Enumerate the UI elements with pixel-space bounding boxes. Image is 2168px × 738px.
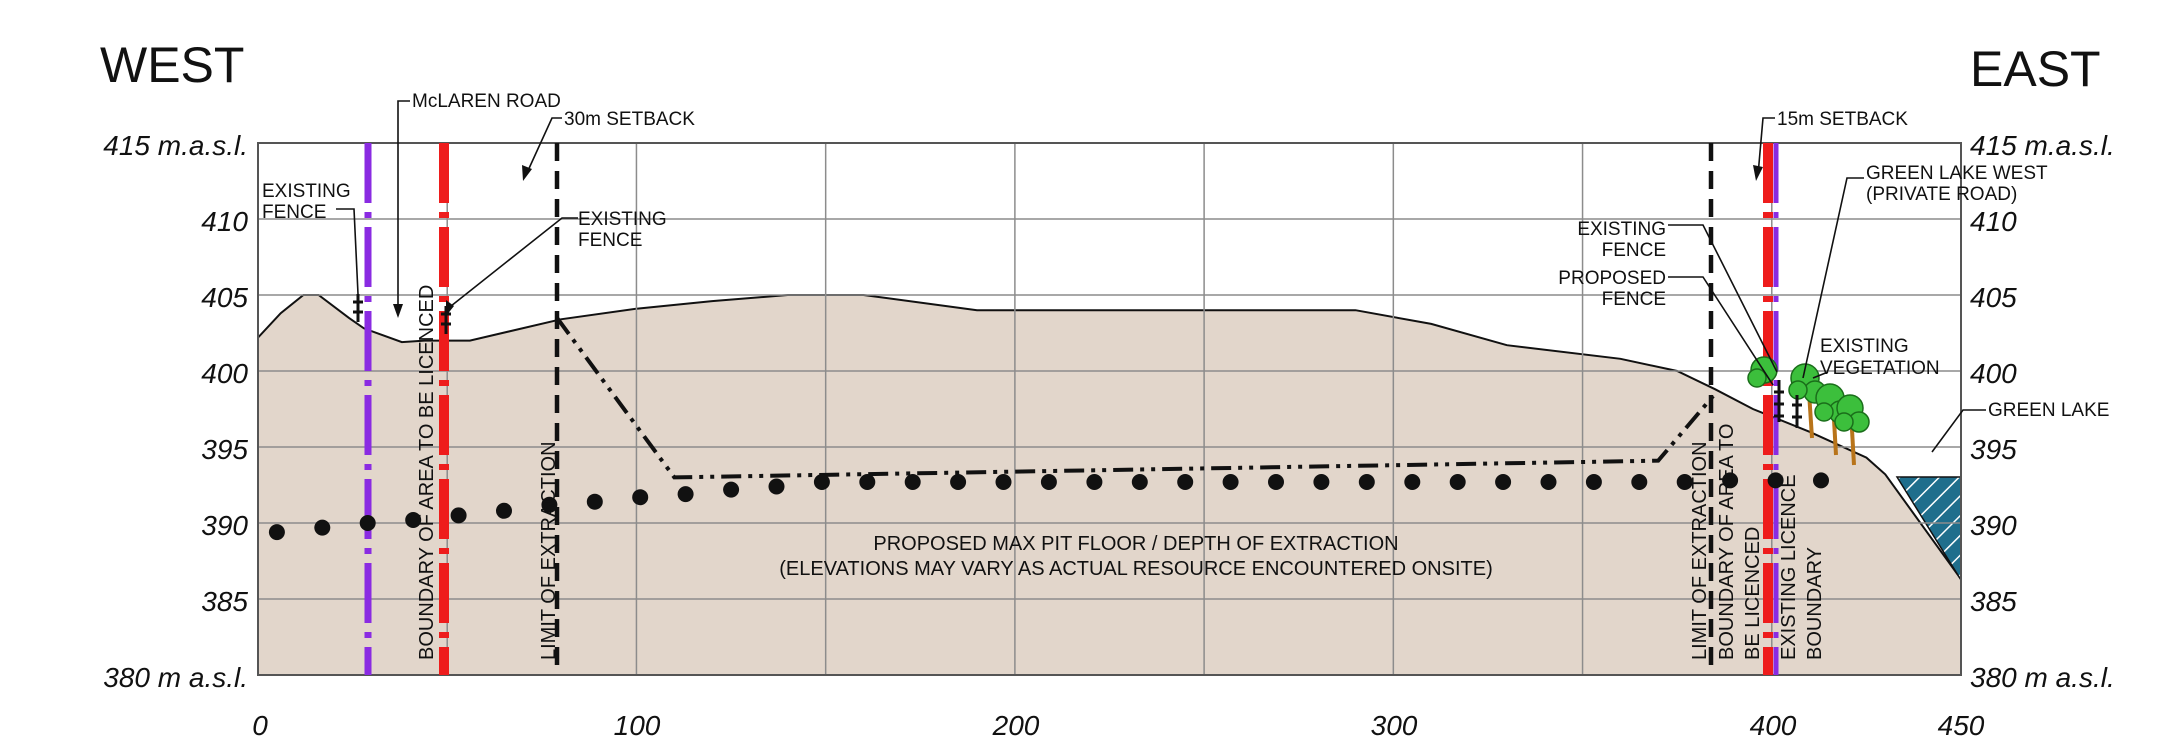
proposed-fence-label: PROPOSED <box>1558 268 1666 289</box>
x-tick-label: 200 <box>992 710 1040 738</box>
green-lake-west-label: (PRIVATE ROAD) <box>1866 184 2017 205</box>
y-label-left: 405 <box>201 282 248 313</box>
x-tick-label: 100 <box>614 710 661 738</box>
existing-fence-west-label: EXISTING <box>262 181 351 202</box>
y-label-left: 415 m.a.s.l. <box>103 130 248 161</box>
pit-floor-point <box>723 481 740 498</box>
pit-floor-point <box>1177 474 1194 490</box>
existing-vegetation-label: EXISTING <box>1820 336 1909 357</box>
pit-floor-label: PROPOSED MAX PIT FLOOR / DEPTH OF EXTRAC… <box>873 533 1398 555</box>
pit-floor-point <box>1631 474 1648 490</box>
fence-markers <box>353 294 1802 428</box>
pit-floor-point <box>1358 474 1375 490</box>
pit-floor-point <box>1813 472 1829 489</box>
pit-floor-point <box>268 524 285 541</box>
vegetation-icon <box>1747 356 1870 466</box>
pit-floor-point <box>1540 474 1557 490</box>
x-tick-label: 400 <box>1750 710 1797 738</box>
pit-floor-point <box>677 486 694 503</box>
title-east: EAST <box>1970 41 2101 97</box>
licence-east-label: EXISTING LICENCE <box>1778 474 1800 660</box>
pit-floor-point <box>496 502 512 519</box>
pit-floor-point <box>1585 474 1602 490</box>
pit-floor-point <box>314 519 331 536</box>
y-label-left: 385 <box>201 586 248 617</box>
extraction-limit-line <box>555 316 1717 480</box>
limit-east-label: LIMIT OF EXTRACTION <box>1689 441 1711 660</box>
existing-vegetation-label: VEGETATION <box>1820 358 1940 379</box>
y-label-right: 405 <box>1970 282 2017 313</box>
mclaren-road-label: McLAREN ROAD <box>412 91 561 112</box>
pit-floor-point <box>405 512 422 528</box>
pit-floor-point <box>1722 472 1739 489</box>
pit-floor-point <box>359 515 376 531</box>
existing-fence-east-label: EXISTING <box>1577 219 1666 240</box>
green-lake-west-label: GREEN LAKE WEST <box>1866 163 2048 184</box>
leader-lines <box>336 100 1986 453</box>
y-label-right: 395 <box>1970 434 2017 465</box>
pit-floor-point <box>586 493 603 510</box>
pit-floor-point <box>1086 474 1103 490</box>
pit-floor-point <box>1268 474 1284 490</box>
leader-arrowheads <box>393 165 1763 318</box>
proposed-fence-label: FENCE <box>1602 289 1666 310</box>
title-west: WEST <box>100 37 244 93</box>
pit-floor-point <box>1404 474 1421 490</box>
pit-floor-point <box>541 496 558 513</box>
y-label-right: 390 <box>1970 510 2017 541</box>
boundary-east-label: BE LICENCED <box>1742 527 1764 660</box>
pit-floor-point <box>450 507 467 524</box>
green-lake-label: GREEN LAKE <box>1988 400 2109 421</box>
existing-fence-center-label: EXISTING <box>578 209 667 230</box>
y-label-right: 415 m.a.s.l. <box>1970 130 2115 161</box>
pit-floor-point <box>1767 472 1784 489</box>
pit-floor-point <box>1222 474 1239 490</box>
limit-west-label: LIMIT OF EXTRACTION <box>538 441 560 660</box>
licence-east-label: BOUNDARY <box>1804 547 1826 660</box>
pit-floor-point <box>1676 474 1693 490</box>
existing-fence-east-label: FENCE <box>1602 240 1666 261</box>
existing-fence-center-label: FENCE <box>578 230 642 251</box>
y-label-left: 380 m a.s.l. <box>103 662 248 693</box>
y-label-left: 390 <box>201 510 248 541</box>
plot-frame <box>257 142 1962 676</box>
pit-floor-point <box>1131 474 1148 490</box>
y-axis-left: 415 m.a.s.l. 410 405 400 395 390 385 380… <box>103 130 248 693</box>
pit-floor-point <box>1495 474 1512 490</box>
pit-floor-point <box>813 474 830 490</box>
boundary-east-label: BOUNDARY OF AREA TO <box>1716 424 1738 660</box>
existing-fence-west-label: FENCE <box>262 202 326 223</box>
pit-floor-point <box>1449 474 1466 490</box>
x-tick-label: 300 <box>1371 710 1418 738</box>
x-axis: 0 100 200 300 400 450 <box>252 710 1985 738</box>
setback-15m-label: 15m SETBACK <box>1777 109 1908 130</box>
x-tick-label: 0 <box>252 710 268 738</box>
y-label-right: 380 m a.s.l. <box>1970 662 2115 693</box>
pit-floor-points <box>268 472 1829 541</box>
pit-floor-label: (ELEVATIONS MAY VARY AS ACTUAL RESOURCE … <box>779 558 1493 580</box>
y-label-left: 410 <box>201 206 248 237</box>
y-label-right: 400 <box>1970 358 2017 389</box>
y-label-left: 395 <box>201 434 248 465</box>
y-axis-right: 415 m.a.s.l. 410 405 400 395 390 385 380… <box>1970 130 2115 693</box>
pit-floor-point <box>768 478 785 495</box>
x-tick-label: 450 <box>1938 710 1985 738</box>
pit-floor-point <box>950 474 967 490</box>
pit-floor-point <box>859 474 876 490</box>
setback-30m-label: 30m SETBACK <box>564 109 695 130</box>
pit-floor-point <box>1040 474 1057 490</box>
pit-floor-point <box>904 474 921 490</box>
y-label-right: 410 <box>1970 206 2017 237</box>
pit-floor-point <box>632 489 649 506</box>
boundary-west-label: BOUNDARY OF AREA TO BE LICENCED <box>416 285 438 660</box>
pit-floor-point <box>1313 474 1330 490</box>
pit-floor-point <box>995 474 1012 490</box>
y-label-left: 400 <box>201 358 248 389</box>
y-label-right: 385 <box>1970 586 2017 617</box>
